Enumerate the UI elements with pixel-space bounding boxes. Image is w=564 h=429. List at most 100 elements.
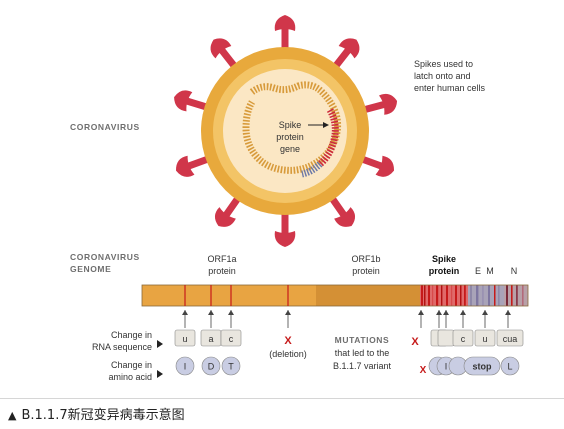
spike-gene-segment	[317, 108, 339, 167]
rna-code-box	[437, 329, 455, 347]
rna-code-box	[474, 329, 496, 347]
spike-head	[174, 90, 193, 112]
caption-text: B.1.1.7新冠变异病毒示意图	[21, 408, 185, 423]
code-arrowhead	[443, 310, 449, 315]
caption-divider	[0, 398, 564, 399]
rna-code: u	[482, 334, 487, 344]
spike-head	[379, 93, 398, 115]
genome-stripe	[511, 285, 513, 306]
genome-label-line1: CORONAVIRUS	[70, 252, 140, 262]
genome-stripe	[441, 285, 443, 306]
rna-code: u	[182, 334, 187, 344]
amino-stop-pill	[463, 356, 501, 376]
virus-illustration: Spike protein gene	[174, 15, 398, 247]
spike-stalk	[221, 193, 243, 220]
spike-head	[214, 207, 236, 227]
figure-caption: ▲ B.1.1.7新冠变异病毒示意图	[8, 404, 185, 423]
orf1b-label-line1: ORF1b	[351, 254, 380, 264]
code-arrowhead	[482, 310, 488, 315]
genome-stripe	[482, 285, 484, 306]
genome-stripe	[476, 285, 479, 306]
legend-rna-arrow-icon	[157, 340, 163, 348]
genome-stripe	[455, 285, 457, 306]
rna-code: c	[461, 334, 466, 344]
orf1a-label-line2: protein	[208, 266, 236, 276]
deletion-arrowhead	[285, 310, 291, 315]
spike-head-shape	[338, 38, 360, 59]
code-arrowhead	[228, 310, 234, 315]
genome-stripe	[432, 285, 434, 306]
genome-label-line2: GENOME	[70, 264, 111, 274]
orf1b-label-line2: protein	[352, 266, 380, 276]
orf1a-segment	[142, 285, 316, 306]
genome-stripe	[494, 285, 496, 306]
legend-amino-arrow-icon	[157, 370, 163, 378]
mutations-note-line3: B.1.1.7 variant	[333, 361, 392, 371]
spike-head-shape	[210, 38, 232, 59]
genome-stripe	[488, 285, 490, 306]
rna-code-box	[174, 329, 196, 347]
spike-head-shape	[274, 231, 296, 247]
genome-stripes	[421, 285, 524, 306]
m-gene-label: M	[486, 266, 494, 276]
coronavirus-label: CORONAVIRUS	[70, 122, 140, 132]
amino-code-circle	[500, 356, 520, 376]
virus-interior	[223, 69, 347, 193]
triangle-up-icon: ▲	[8, 409, 17, 422]
genome-stripe	[446, 285, 448, 306]
spike-protein-label-line2: protein	[429, 266, 460, 276]
gene-label-line1: Spike	[279, 120, 302, 130]
spike-stalk	[327, 193, 349, 220]
rna-code: c	[229, 334, 234, 344]
rna-code-box	[496, 329, 524, 347]
spike-head-shape	[379, 93, 398, 115]
mutations-note-line2: that led to the	[335, 348, 390, 358]
genome-stripe	[470, 285, 472, 306]
spike-deletion-mark: X	[420, 365, 427, 376]
legend-rna-line2: RNA sequence	[92, 342, 152, 352]
spike-head	[334, 207, 356, 227]
deletion-label: (deletion)	[269, 349, 307, 359]
genome-stripe	[436, 285, 439, 306]
code-arrowhead	[505, 310, 511, 315]
orf1b-segment	[316, 285, 420, 306]
genome-stripe	[424, 285, 426, 306]
spike-code-arrows	[418, 310, 511, 328]
spike-note-line1: Spikes used to	[414, 59, 473, 69]
spike-protein-label-line1: Spike	[432, 254, 456, 264]
rna-code: cua	[503, 334, 518, 344]
code-arrowhead	[418, 310, 424, 315]
amino-code-circle	[201, 356, 221, 376]
amino-code: L	[507, 362, 512, 372]
spike-head-shape	[334, 207, 356, 227]
genome-bar-outline	[141, 284, 529, 307]
rna-code-box	[452, 329, 474, 347]
spike-head-shape	[214, 207, 236, 227]
code-arrowhead	[208, 310, 214, 315]
amino-code: I	[184, 362, 187, 372]
spike-head	[175, 155, 195, 177]
genome-stripe	[428, 285, 430, 306]
orf1a-label-line1: ORF1a	[207, 254, 236, 264]
amino-code: T	[228, 362, 234, 372]
genome-stripe	[506, 285, 508, 306]
legend-amino-line1: Change in	[111, 360, 152, 370]
amino-code: I	[445, 362, 448, 372]
mutations-note-line1: MUTATIONS	[335, 335, 390, 345]
genome-stripe	[460, 285, 462, 306]
spike-deletion-mark: X	[411, 336, 419, 348]
amino-code: stop	[473, 362, 493, 372]
spike-note-line3: enter human cells	[414, 83, 486, 93]
genome-stripe	[451, 285, 453, 306]
diagram-svg: Spike protein gene CORONAVIRUS Spikes us…	[70, 15, 529, 382]
genome-stripe	[464, 285, 466, 306]
rna-code-box	[220, 329, 242, 347]
spike-head	[210, 38, 232, 59]
gene-label-line2: protein	[276, 132, 304, 142]
orf1-mutation-codes: u I a D c T X (deletion)	[174, 310, 307, 376]
spike-stalk	[183, 154, 214, 171]
amino-code-circle	[221, 356, 241, 376]
legend-rna-line1: Change in	[111, 330, 152, 340]
amino-code-circle	[175, 356, 195, 376]
